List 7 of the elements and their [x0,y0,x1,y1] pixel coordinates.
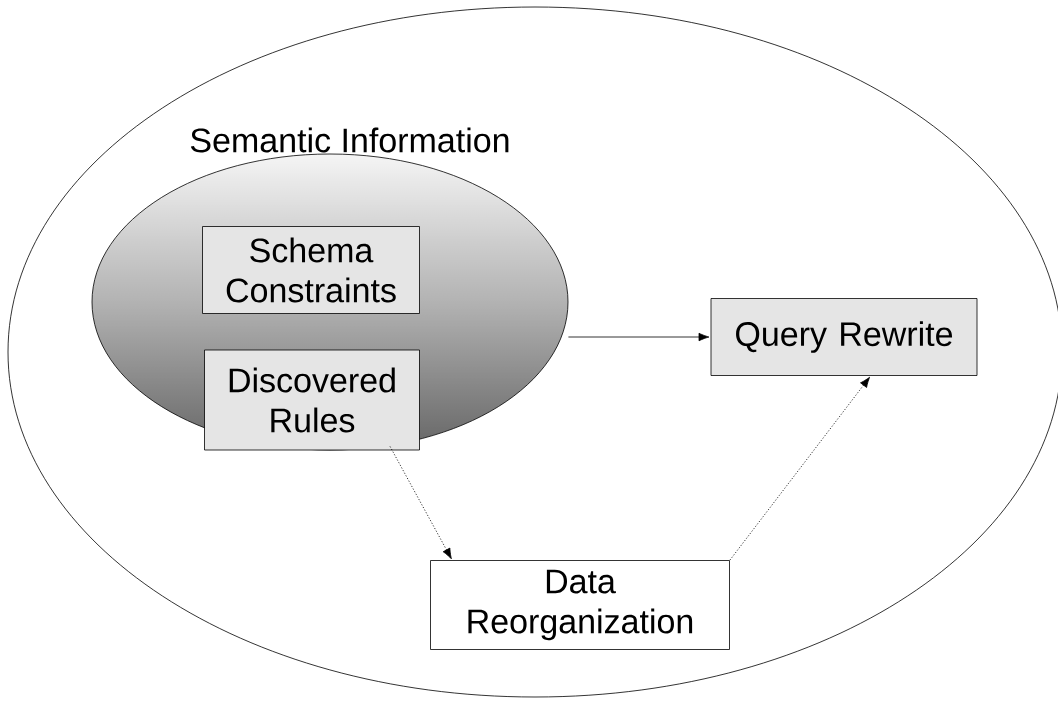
process-box: Schema Constraints [202,226,420,314]
process-box: Query Rewrite [710,298,978,376]
arrow [389,446,452,560]
process-box: Data Reorganization [430,560,730,650]
process-box: Discovered Rules [204,349,420,451]
arrow [568,332,710,342]
arrow [729,376,870,561]
